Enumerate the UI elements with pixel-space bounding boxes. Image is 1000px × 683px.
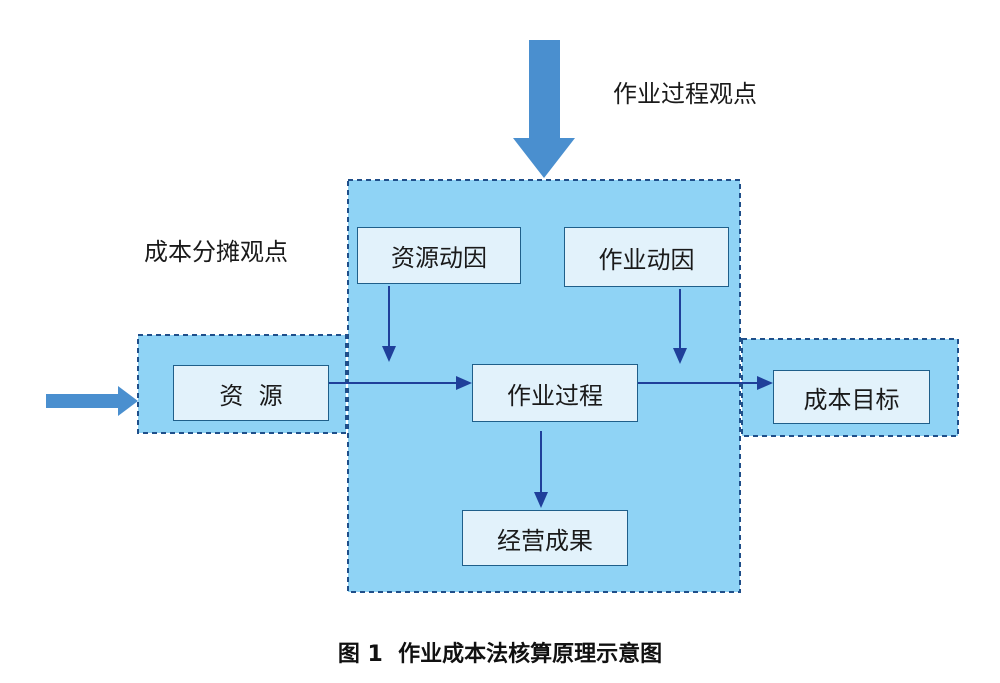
resource-driver-arrowhead: [382, 346, 396, 362]
activity-driver-label: 作业动因: [598, 245, 695, 274]
resource-node-label: 资 源: [219, 381, 283, 410]
activity-process-label: 作业过程: [507, 381, 603, 410]
figure-caption: 图 1 作业成本法核算原理示意图: [337, 642, 663, 667]
process-view-label: 作业过程观点: [613, 80, 757, 108]
process-to-cost-arrowhead: [757, 376, 773, 390]
process-view-arrow: [513, 40, 575, 178]
cost-object-label: 成本目标: [803, 385, 900, 414]
resource-node: 资 源: [173, 365, 329, 421]
activity-driver-arrowhead: [673, 348, 687, 364]
cost-object-node: 成本目标: [773, 370, 930, 424]
business-result-label: 经营成果: [497, 526, 593, 555]
resource-driver-label: 资源动因: [391, 244, 487, 272]
input-arrow: [46, 386, 138, 416]
resource-to-process-arrowhead: [456, 376, 472, 390]
business-result-node: 经营成果: [462, 510, 628, 566]
activity-process-node: 作业过程: [472, 364, 638, 422]
process-to-result-arrowhead: [534, 492, 548, 508]
resource-driver-node: 资源动因: [357, 227, 521, 284]
cost-allocation-view-label: 成本分摊观点: [144, 238, 288, 266]
activity-driver-node: 作业动因: [564, 227, 729, 287]
